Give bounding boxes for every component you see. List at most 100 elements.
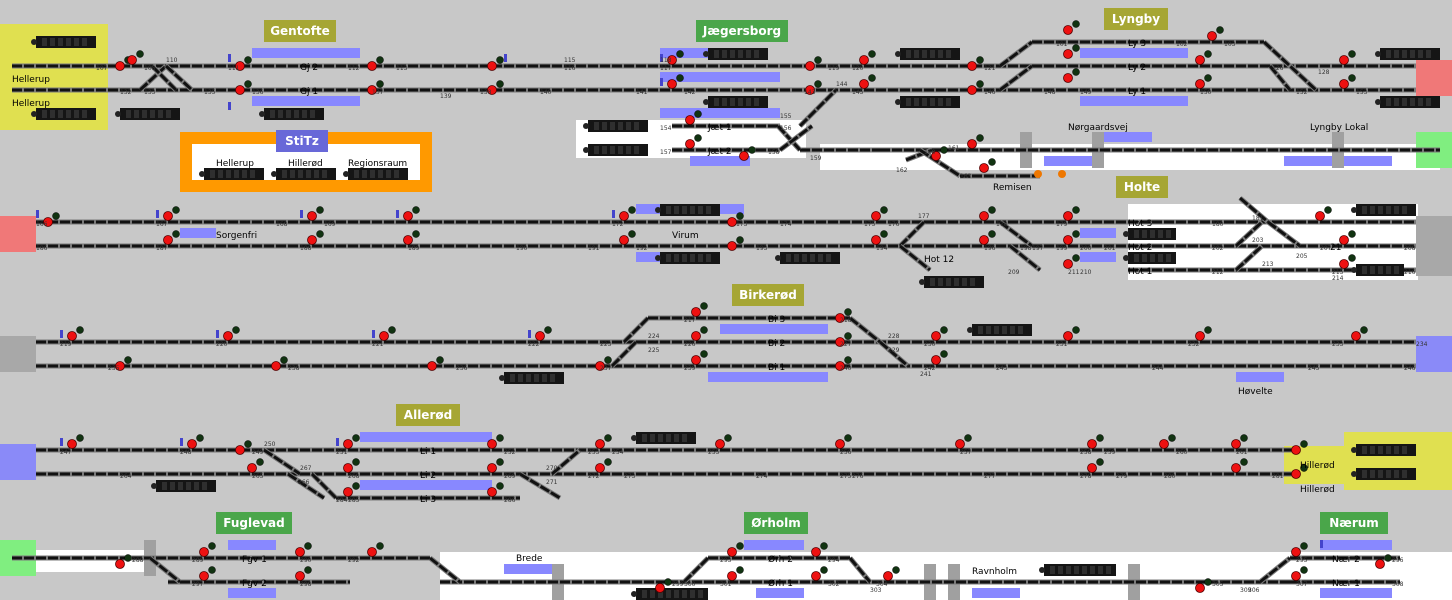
signal-head[interactable] xyxy=(246,458,264,475)
signal-head[interactable] xyxy=(486,56,504,73)
train-number-display[interactable] xyxy=(1351,264,1404,276)
signal-head[interactable] xyxy=(162,206,180,223)
train-number-display[interactable] xyxy=(1039,564,1116,576)
signal-head[interactable] xyxy=(234,80,252,97)
train-number-display[interactable] xyxy=(919,276,984,288)
train-number-display[interactable] xyxy=(583,120,648,132)
remisen-indicator[interactable] xyxy=(1058,170,1066,178)
train-number-display[interactable] xyxy=(1351,468,1416,480)
signal-head[interactable] xyxy=(1086,434,1104,451)
signal-head[interactable] xyxy=(114,356,132,373)
signal-head[interactable] xyxy=(1062,206,1080,223)
signal-head[interactable] xyxy=(684,134,702,151)
signal-head[interactable] xyxy=(126,50,144,67)
signal-head[interactable] xyxy=(1338,50,1356,67)
train-number-display[interactable] xyxy=(1351,444,1416,456)
signal-head[interactable] xyxy=(978,230,996,247)
signal-head[interactable] xyxy=(1314,206,1332,223)
train-number-display[interactable] xyxy=(1351,204,1416,216)
train-number-display[interactable] xyxy=(655,252,720,264)
signal-head[interactable] xyxy=(1086,458,1104,475)
signal-head[interactable] xyxy=(618,206,636,223)
endpoint-birkerod-east[interactable] xyxy=(1416,336,1452,372)
signal-head[interactable] xyxy=(1374,554,1392,571)
signal-head[interactable] xyxy=(42,212,60,229)
signal-head[interactable] xyxy=(270,356,288,373)
signal-head[interactable] xyxy=(1194,50,1212,67)
track-crossover[interactable] xyxy=(1262,40,1318,92)
train-number-display[interactable] xyxy=(343,168,408,180)
signal-head[interactable] xyxy=(594,434,612,451)
signal-head[interactable] xyxy=(690,326,708,343)
train-number-display[interactable] xyxy=(259,108,324,120)
signal-head[interactable] xyxy=(738,146,756,163)
signal-head[interactable] xyxy=(1194,74,1212,91)
signal-head[interactable] xyxy=(186,434,204,451)
train-number-display[interactable] xyxy=(499,372,564,384)
signal-head[interactable] xyxy=(222,326,240,343)
signal-head[interactable] xyxy=(1062,326,1080,343)
remisen-indicator[interactable] xyxy=(1034,170,1042,178)
signal-head[interactable] xyxy=(1338,230,1356,247)
signal-head[interactable] xyxy=(486,458,504,475)
signal-head[interactable] xyxy=(810,566,828,583)
signal-head[interactable] xyxy=(234,440,252,457)
signal-head[interactable] xyxy=(726,542,744,559)
signal-head[interactable] xyxy=(690,350,708,367)
signal-head[interactable] xyxy=(366,542,384,559)
signal-head[interactable] xyxy=(1194,326,1212,343)
train-number-display[interactable] xyxy=(31,36,96,48)
train-number-display[interactable] xyxy=(1123,228,1176,240)
train-number-display[interactable] xyxy=(631,432,696,444)
signal-head[interactable] xyxy=(1350,326,1368,343)
signal-head[interactable] xyxy=(726,566,744,583)
train-number-display[interactable] xyxy=(655,204,720,216)
signal-head[interactable] xyxy=(930,146,948,163)
signal-head[interactable] xyxy=(810,542,828,559)
signal-head[interactable] xyxy=(66,434,84,451)
signal-head[interactable] xyxy=(726,212,744,229)
signal-head[interactable] xyxy=(486,434,504,451)
signal-head[interactable] xyxy=(1158,434,1176,451)
train-number-display[interactable] xyxy=(1375,48,1440,60)
signal-head[interactable] xyxy=(402,230,420,247)
signal-head[interactable] xyxy=(486,80,504,97)
signal-head[interactable] xyxy=(978,158,996,175)
train-number-display[interactable] xyxy=(115,108,180,120)
signal-head[interactable] xyxy=(930,350,948,367)
signal-head[interactable] xyxy=(618,230,636,247)
signal-head[interactable] xyxy=(1062,230,1080,247)
signal-head[interactable] xyxy=(714,434,732,451)
signal-head[interactable] xyxy=(1206,26,1224,43)
signal-head[interactable] xyxy=(666,50,684,67)
signal-head[interactable] xyxy=(162,230,180,247)
signal-head[interactable] xyxy=(870,206,888,223)
signal-head[interactable] xyxy=(1338,254,1356,271)
signal-head[interactable] xyxy=(66,326,84,343)
signal-head[interactable] xyxy=(378,326,396,343)
signal-head[interactable] xyxy=(966,56,984,73)
signal-head[interactable] xyxy=(954,434,972,451)
signal-head[interactable] xyxy=(486,482,504,499)
signal-head[interactable] xyxy=(342,458,360,475)
signal-head[interactable] xyxy=(294,566,312,583)
train-number-display[interactable] xyxy=(151,480,216,492)
train-number-display[interactable] xyxy=(895,96,960,108)
signal-head[interactable] xyxy=(978,206,996,223)
signal-head[interactable] xyxy=(684,110,702,127)
signal-head[interactable] xyxy=(1230,458,1248,475)
signal-head[interactable] xyxy=(654,578,672,595)
signal-head[interactable] xyxy=(870,230,888,247)
signal-head[interactable] xyxy=(342,482,360,499)
endpoint-birkerod-west[interactable] xyxy=(0,336,36,372)
signal-head[interactable] xyxy=(690,302,708,319)
signal-head[interactable] xyxy=(834,434,852,451)
signal-head[interactable] xyxy=(1062,254,1080,271)
signal-head[interactable] xyxy=(1062,44,1080,61)
signal-head[interactable] xyxy=(594,458,612,475)
signal-head[interactable] xyxy=(198,542,216,559)
train-number-display[interactable] xyxy=(703,48,768,60)
train-number-display[interactable] xyxy=(631,588,708,600)
endpoint-holte-east[interactable] xyxy=(1416,216,1452,276)
signal-head[interactable] xyxy=(366,56,384,73)
